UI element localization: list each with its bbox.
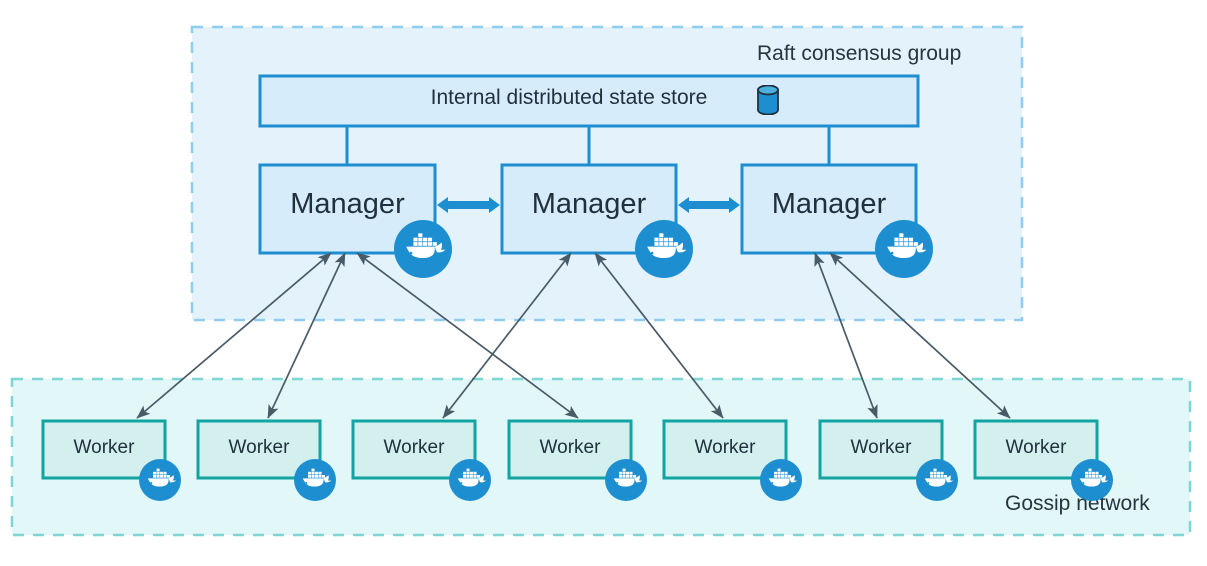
docker-whale-icon bbox=[875, 220, 933, 278]
worker-label-3: Worker bbox=[383, 436, 445, 458]
worker-label-6: Worker bbox=[850, 436, 912, 458]
manager-worker-link bbox=[267, 252, 346, 419]
manager-peer-arrow bbox=[678, 197, 740, 213]
database-icon bbox=[757, 84, 779, 116]
docker-whale-icon bbox=[916, 459, 958, 501]
raft-consensus-group-label: Raft consensus group bbox=[757, 42, 962, 65]
docker-whale-icon bbox=[294, 459, 336, 501]
manager-box-1[interactable] bbox=[258, 163, 437, 255]
manager-worker-link bbox=[829, 252, 1011, 419]
worker-label-2: Worker bbox=[228, 436, 290, 458]
gossip-network-label: Gossip network bbox=[1005, 492, 1150, 515]
manager-worker-link bbox=[442, 252, 572, 419]
manager-worker-arrows bbox=[136, 252, 1011, 419]
manager-box-3[interactable] bbox=[740, 163, 918, 255]
manager-peer-arrow bbox=[437, 197, 500, 213]
docker-whale-icon bbox=[449, 459, 491, 501]
worker-label-4: Worker bbox=[539, 436, 601, 458]
worker-label-7: Worker bbox=[1005, 436, 1067, 458]
docker-whale-icon bbox=[605, 459, 647, 501]
state-store-box[interactable] bbox=[258, 74, 920, 128]
manager-label-2: Manager bbox=[531, 188, 647, 220]
docker-whale-icon bbox=[394, 220, 452, 278]
docker-whale-icon bbox=[760, 459, 802, 501]
manager-worker-link bbox=[594, 252, 724, 419]
state-store-label: Internal distributed state store bbox=[430, 86, 708, 109]
docker-whale-icon bbox=[139, 459, 181, 501]
manager-label-3: Manager bbox=[771, 188, 887, 220]
docker-whale-icon bbox=[635, 220, 693, 278]
docker-whale-icon bbox=[1071, 459, 1113, 501]
worker-label-5: Worker bbox=[694, 436, 756, 458]
worker-label-1: Worker bbox=[73, 436, 135, 458]
manager-peer-arrows bbox=[437, 197, 740, 213]
store-connector-lines bbox=[345, 126, 831, 165]
manager-label-1: Manager bbox=[290, 188, 405, 220]
